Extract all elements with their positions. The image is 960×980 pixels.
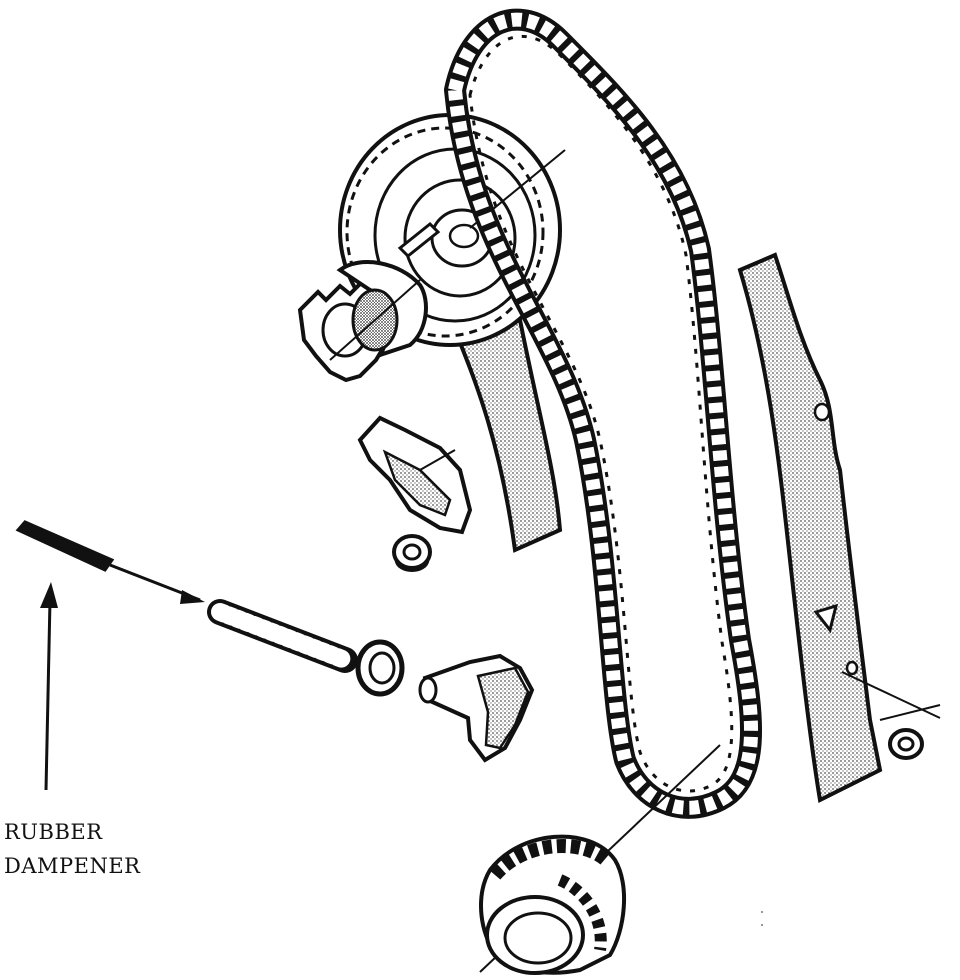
callout-arrow	[40, 582, 58, 791]
left-chain-guide	[452, 317, 563, 553]
rubber-dampener-label: RUBBER	[4, 820, 103, 844]
nut	[392, 534, 432, 572]
rubber-dampener-label-line2: DAMPENER	[4, 854, 141, 878]
tensioner-plunger	[418, 653, 535, 763]
tensioner-spring	[207, 599, 358, 673]
rubber-dampener	[15, 520, 205, 604]
crankshaft-sprocket	[479, 744, 721, 975]
nut-right	[888, 728, 924, 760]
tensioner-blade	[357, 415, 473, 535]
right-chain-guide	[737, 252, 941, 803]
intermediate-sprocket	[297, 260, 428, 383]
scan-speck	[761, 911, 763, 926]
washer	[355, 639, 405, 697]
timing-chain	[444, 8, 763, 819]
